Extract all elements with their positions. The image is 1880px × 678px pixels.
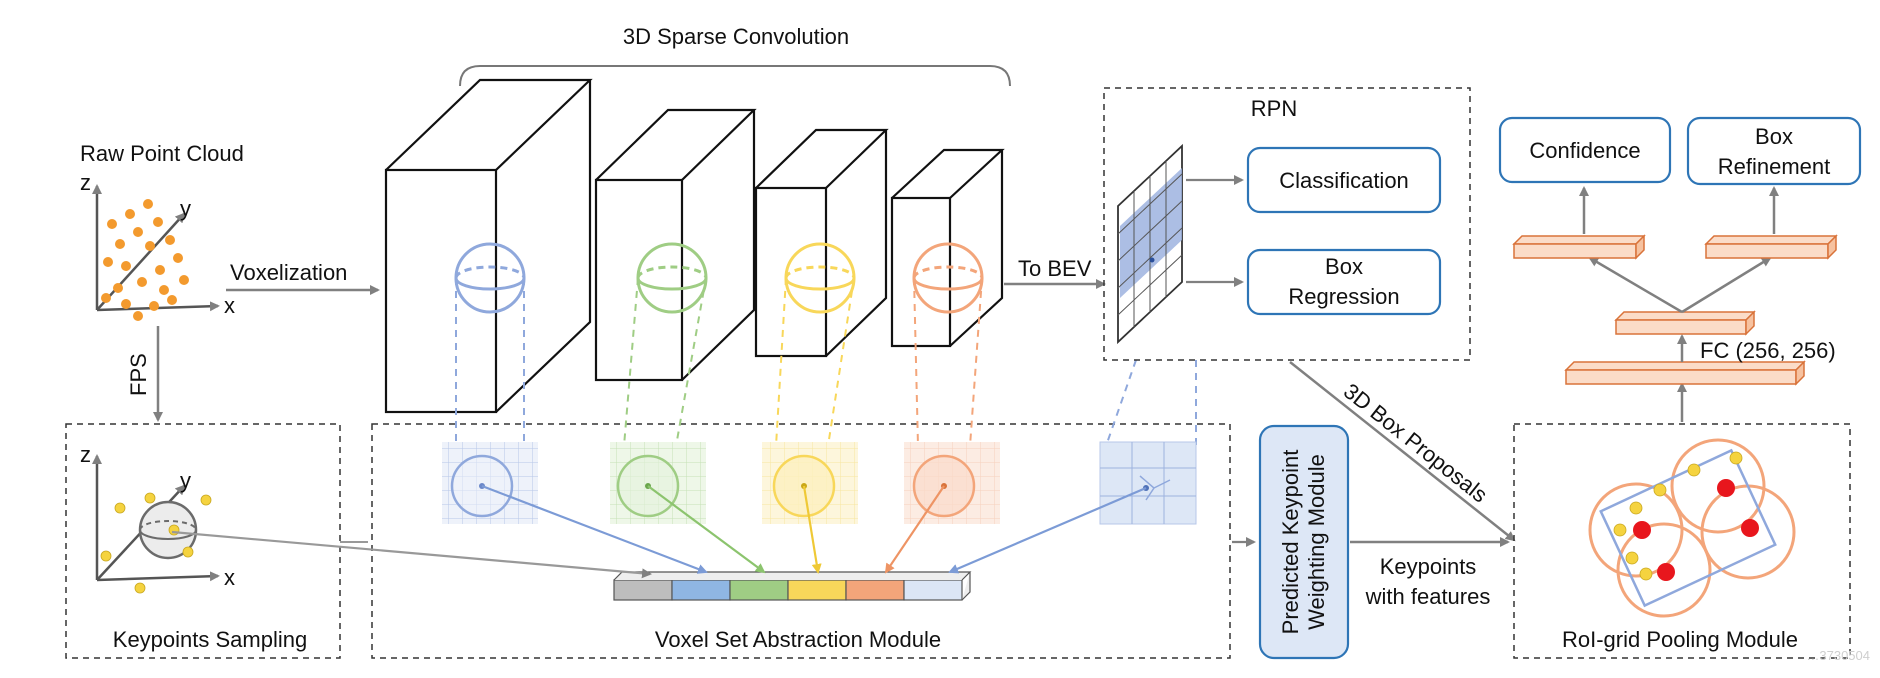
sparse-conv-title: 3D Sparse Convolution: [623, 24, 849, 49]
roi-grid-title: RoI-grid Pooling Module: [1562, 627, 1798, 652]
roi-grid-box: [1513, 423, 1851, 659]
fc-layer-conf: [1512, 234, 1646, 260]
sphere-blue: [454, 242, 526, 314]
watermark: …3730504: [1806, 648, 1870, 663]
vsa-grid-blue: [442, 442, 538, 524]
proposals-label: 3D Box Proposals: [1339, 378, 1492, 507]
to-bev-label: To BEV: [1018, 256, 1092, 281]
fc-layer-1: [1564, 360, 1806, 386]
fps-label: FPS: [126, 353, 151, 396]
box-refinement-label-2: Refinement: [1718, 154, 1831, 179]
blue-to-bar-arrow: [481, 484, 708, 574]
kp-axis-y: y: [180, 468, 191, 493]
classification-box: [1246, 146, 1442, 214]
vsa-grid-bev: [1099, 441, 1197, 525]
box-refinement-label-1: Box: [1755, 124, 1793, 149]
fc-layer-refine: [1704, 234, 1838, 260]
sphere-orange: [912, 242, 984, 314]
keypoints-sampling-title: Keypoints Sampling: [113, 627, 307, 652]
raw-point-cloud-title: Raw Point Cloud: [80, 141, 244, 166]
vsa-module-box: [371, 423, 1231, 659]
conv-block-1: [384, 78, 593, 414]
box-regression-label-1: Box: [1325, 254, 1363, 279]
kp-features-label-2: with features: [1365, 584, 1491, 609]
vsa-module-title: Voxel Set Abstraction Module: [655, 627, 941, 652]
kp-axis-x: x: [224, 565, 235, 590]
projection-lines: [455, 277, 1197, 447]
feature-bar: [613, 571, 972, 601]
sparse-conv-brace: [459, 65, 1011, 87]
green-to-bar-arrow: [647, 485, 766, 574]
proposals-arrow: [1289, 361, 1516, 542]
vsa-grid-orange: [904, 442, 1000, 524]
kp-features-label-1: Keypoints: [1380, 554, 1477, 579]
conv-block-4: [890, 148, 1005, 348]
roi-grid-figure: [1588, 438, 1796, 618]
confidence-box: [1498, 116, 1672, 184]
box-regression-box: [1246, 248, 1442, 316]
raw-axis-x: x: [224, 293, 235, 318]
box-regression-label-2: Regression: [1288, 284, 1399, 309]
raw-axis-y: y: [180, 196, 191, 221]
voxelization-label: Voxelization: [230, 260, 347, 285]
pkw-module-box: [1258, 424, 1350, 660]
pkw-label-1: Predicted Keypoint: [1278, 450, 1303, 635]
fc-label: FC (256, 256): [1700, 338, 1836, 363]
sphere-yellow: [784, 242, 856, 314]
raw-axis-z: z: [80, 170, 91, 195]
bev-grid: [1117, 143, 1183, 345]
rpn-title: RPN: [1251, 96, 1297, 121]
raw-points: [101, 199, 189, 321]
keypoints-sampling-box: [65, 423, 341, 659]
orange-to-bar-arrow: [884, 485, 945, 574]
classification-label: Classification: [1279, 168, 1409, 193]
fc2-to-refine-arrow: [1681, 256, 1772, 314]
conv-block-3: [754, 128, 889, 358]
vsa-grid-green: [610, 442, 706, 524]
yellow-to-bar-arrow: [802, 485, 822, 574]
vsa-grid-yellow: [762, 442, 858, 524]
fc2-to-conf-arrow: [1588, 256, 1683, 314]
fc-layer-2: [1614, 310, 1756, 336]
kp-to-bar-arrow: [171, 530, 652, 579]
confidence-label: Confidence: [1529, 138, 1640, 163]
kp-sphere: [138, 500, 198, 560]
bev-to-bar-arrow: [948, 486, 1147, 574]
box-refinement-box: [1686, 116, 1862, 186]
conv-block-2: [594, 108, 757, 382]
kp-axis-z: z: [80, 442, 91, 467]
pkw-label-2: Weighting Module: [1304, 454, 1329, 630]
sphere-green: [636, 242, 708, 314]
